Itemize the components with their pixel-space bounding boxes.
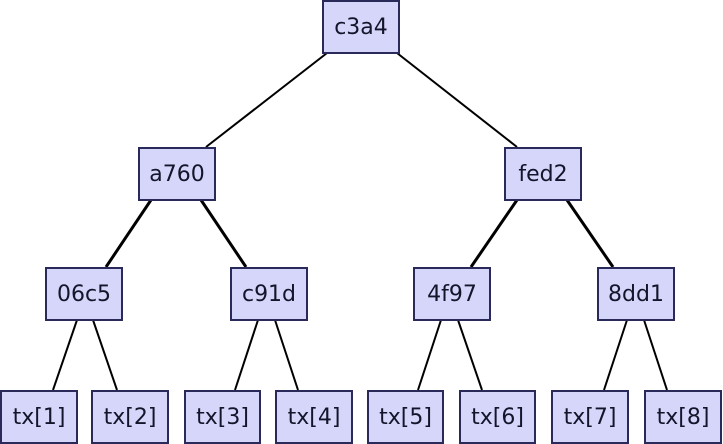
edge-l2b-t4 [274,319,299,391]
edge-l2b-t3 [234,319,259,391]
node-level2-1: 06c5 [45,267,123,321]
edge-l1b-l2c [469,199,519,268]
leaf-tx3: tx[3] [184,390,261,444]
node-root: c3a4 [322,0,400,54]
node-level1-left: a760 [138,147,216,201]
leaf-tx1: tx[1] [0,390,78,444]
edge-root-l1b [396,52,518,148]
leaf-tx4: tx[4] [275,390,353,444]
leaf-tx7: tx[7] [551,390,629,444]
edge-root-l1a [205,52,328,148]
node-level2-4: 8dd1 [597,267,675,321]
edge-l1b-l2d [565,199,615,268]
edge-l2c-t5 [417,319,442,391]
edge-l2a-t2 [92,319,118,391]
edge-l2d-t7 [603,319,628,391]
node-level2-2: c91d [230,267,308,321]
edge-l2c-t6 [457,319,483,391]
leaf-tx8: tx[8] [644,390,722,444]
edge-l2a-t1 [52,319,78,391]
leaf-tx6: tx[6] [459,390,536,444]
leaf-tx5: tx[5] [367,390,444,444]
edge-l1a-l2a [104,199,153,268]
node-level2-3: 4f97 [413,267,491,321]
leaf-tx2: tx[2] [91,390,169,444]
edge-l1a-l2b [199,199,248,268]
node-level1-right: fed2 [504,147,582,201]
edge-l2d-t8 [643,319,668,391]
